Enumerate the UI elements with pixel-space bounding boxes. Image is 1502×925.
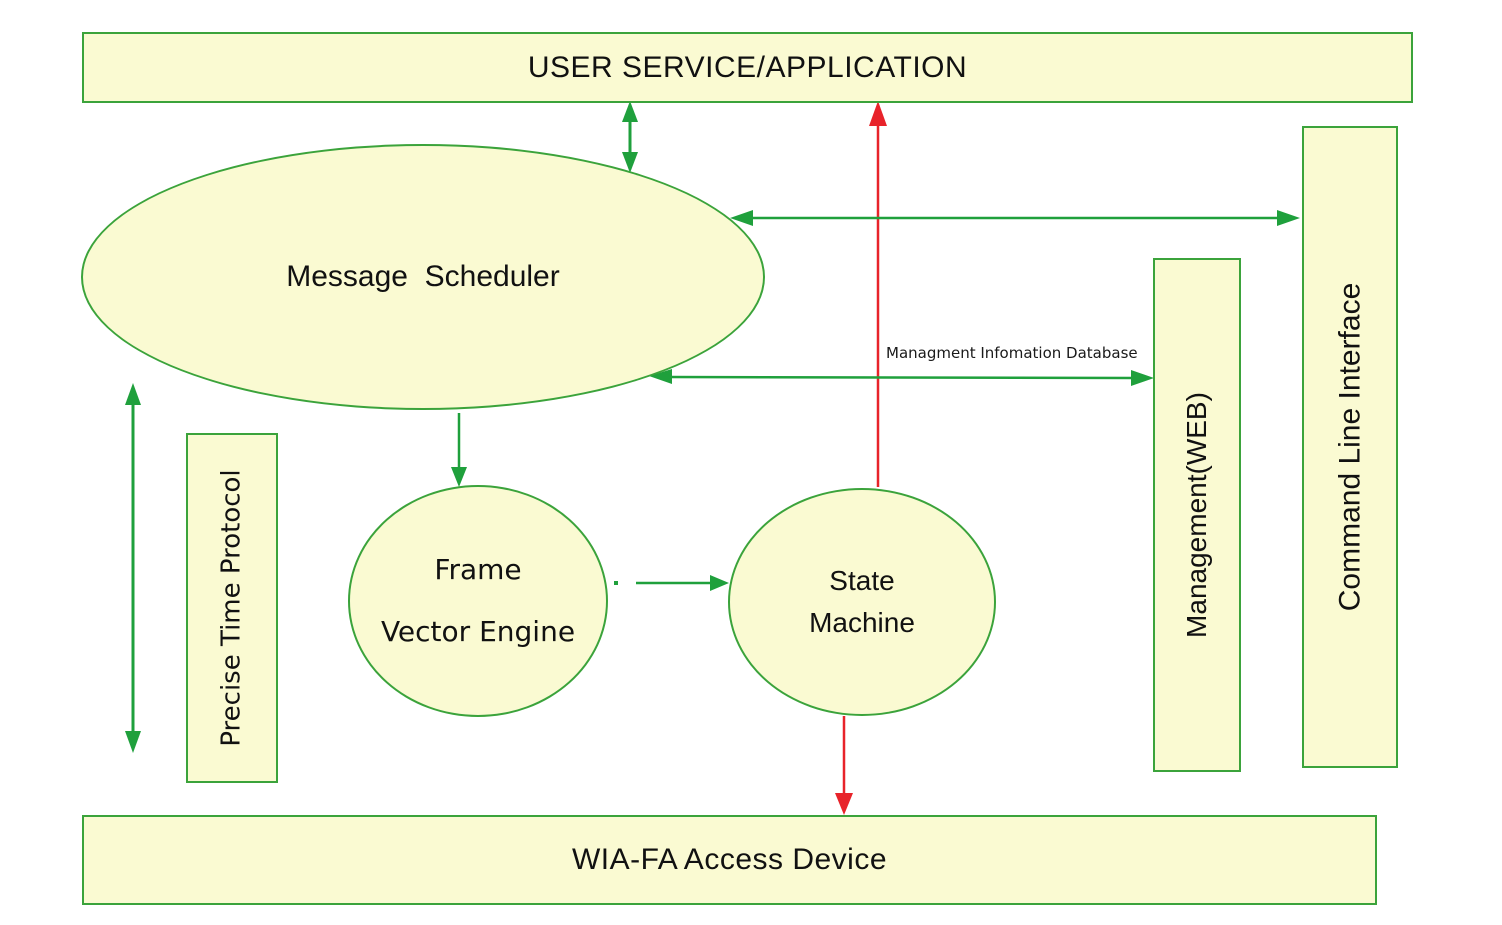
arrow-state-machine-user-service <box>869 101 887 487</box>
wia-fa-access-device-label: WIA-FA Access Device <box>571 843 888 876</box>
arrow-fve-state-machine <box>614 575 729 591</box>
precise-time-protocol-label: Precise Time Protocol <box>217 469 247 747</box>
arrow-scheduler-management <box>649 369 1154 386</box>
arrow-scheduler-fve <box>451 413 467 487</box>
arrow-state-machine-access-device <box>835 716 853 815</box>
frame-vector-engine-label-line2: Vector Engine <box>380 615 576 648</box>
node-frame-vector-engine: Frame Vector Engine <box>348 485 608 717</box>
user-service-label: USER SERVICE/APPLICATION <box>527 50 968 84</box>
node-precise-time-protocol: Precise Time Protocol <box>186 433 278 783</box>
node-message-scheduler: Message Scheduler <box>81 144 765 410</box>
management-information-database-label: Managment Infomation Database <box>886 344 1138 362</box>
arrow-precise-time-protocol <box>125 383 141 753</box>
frame-vector-engine-label-line1: Frame <box>434 553 522 586</box>
node-state-machine: State Machine <box>728 488 996 716</box>
node-command-line-interface: Command Line Interface <box>1302 126 1398 768</box>
arrow-scheduler-cli <box>730 210 1300 226</box>
node-user-service-application: USER SERVICE/APPLICATION <box>82 32 1413 103</box>
state-machine-label-line1: State <box>829 565 895 596</box>
state-machine-label-line2: Machine <box>809 607 915 638</box>
command-line-interface-label: Command Line Interface <box>1333 282 1367 612</box>
management-web-label: Management(WEB) <box>1181 392 1212 638</box>
node-wia-fa-access-device: WIA-FA Access Device <box>82 815 1377 905</box>
node-management-web: Management(WEB) <box>1153 258 1241 772</box>
arrow-user-service-scheduler <box>622 101 638 173</box>
message-scheduler-label: Message Scheduler <box>286 260 560 293</box>
